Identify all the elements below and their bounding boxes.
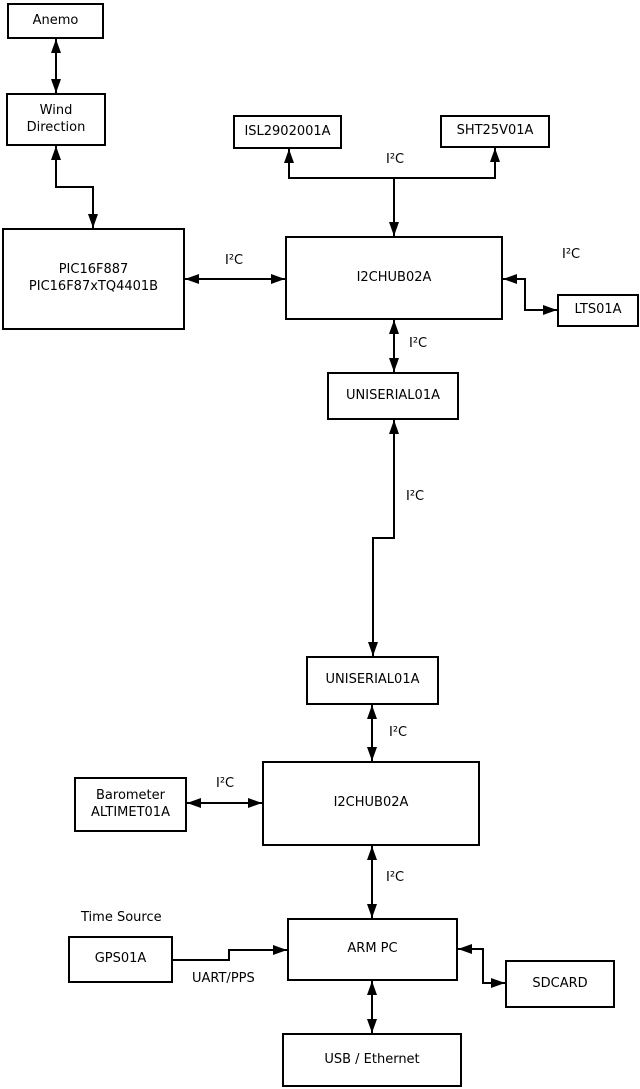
- node-sht25v01a: SHT25V01A: [440, 115, 550, 148]
- label-uart-pps: UART/PPS: [192, 971, 255, 986]
- node-pic16f887: PIC16F887 PIC16F87xTQ4401B: [2, 228, 185, 330]
- node-wind-direction: Wind Direction: [6, 93, 106, 146]
- label-i2c-hub-uniserial: I²C: [409, 336, 428, 351]
- label-time-source: Time Source: [81, 910, 162, 925]
- label-i2c-hub2-armpc: I²C: [386, 870, 405, 885]
- node-uniserial01a-bottom: UNISERIAL01A: [306, 656, 439, 705]
- node-sdcard: SDCARD: [505, 960, 615, 1008]
- edge-hub1-lts: [503, 274, 557, 315]
- label-i2c-barometer-hub2: I²C: [216, 776, 235, 791]
- edge-gps-armpc: [173, 945, 287, 961]
- node-lts01a: LTS01A: [557, 294, 639, 327]
- edge-wind-pic: [51, 146, 98, 228]
- node-arm-pc: ARM PC: [287, 918, 458, 981]
- node-i2chub02a-top: I2CHUB02A: [285, 236, 503, 320]
- label-i2c-hub-lts: I²C: [562, 247, 581, 262]
- node-uniserial01a-top: UNISERIAL01A: [327, 372, 459, 420]
- node-isl2902001a: ISL2902001A: [233, 115, 342, 149]
- node-anemo: Anemo: [7, 3, 104, 39]
- label-i2c-uniserial-link: I²C: [406, 489, 425, 504]
- label-i2c-hub-sensors: I²C: [386, 152, 405, 167]
- node-barometer-altimet01a: Barometer ALTIMET01A: [74, 777, 187, 832]
- edge-uniserial1-uniserial2: [368, 420, 399, 656]
- label-i2c-uniserial-hub2: I²C: [389, 725, 408, 740]
- node-usb-ethernet: USB / Ethernet: [282, 1033, 462, 1087]
- edge-armpc-sdcard: [458, 944, 505, 988]
- node-gps01a: GPS01A: [68, 936, 173, 983]
- label-i2c-pic-hub: I²C: [225, 253, 244, 268]
- node-i2chub02a-bottom: I2CHUB02A: [262, 761, 480, 846]
